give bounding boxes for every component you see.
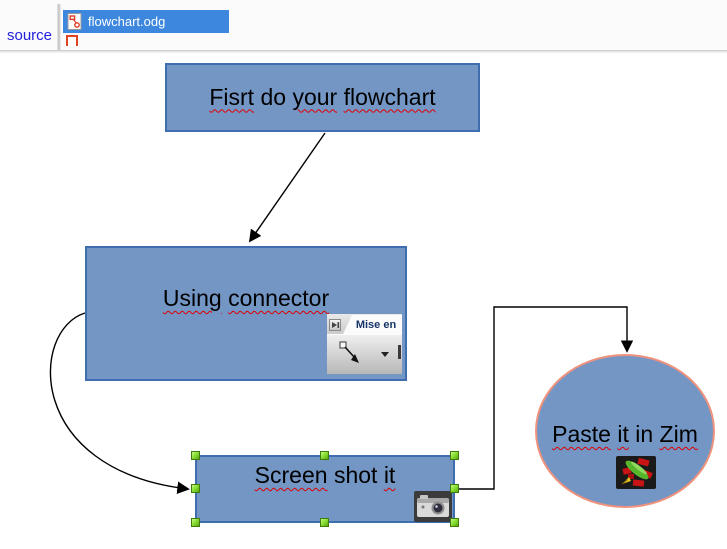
selection-handle-s[interactable] <box>320 518 329 527</box>
chevron-down-icon <box>381 352 389 357</box>
selection-handle-e[interactable] <box>450 484 459 493</box>
toolbar-tab: Mise en <box>343 315 402 334</box>
word: your <box>292 83 338 110</box>
camera-icon[interactable] <box>414 491 452 527</box>
selection-handle-ne[interactable] <box>450 451 459 460</box>
node-label: Using connector <box>163 285 329 313</box>
connector-box2-box3[interactable] <box>49 312 190 495</box>
source-link[interactable]: source <box>7 27 53 44</box>
selection-handle-nw[interactable] <box>191 451 200 460</box>
node-label: Screen shot it <box>255 462 396 490</box>
toolbar-tab-label: Mise en <box>355 318 397 331</box>
pane-divider <box>57 4 61 50</box>
word: Screen <box>254 462 328 488</box>
toolbar-row <box>327 334 402 374</box>
selection-handle-w[interactable] <box>191 484 200 493</box>
word: in <box>635 421 654 448</box>
word: it <box>383 462 396 488</box>
embedded-toolbar-image[interactable]: Mise en <box>327 314 402 374</box>
connector-box3-ellipse[interactable] <box>455 306 634 490</box>
file-icon-partial <box>66 35 78 46</box>
node-first-flowchart[interactable]: Fisrt do your flowchart <box>165 63 480 132</box>
toolbar-tabstrip: Mise en <box>327 314 402 334</box>
word: shot <box>333 462 378 488</box>
word: Paste <box>552 421 611 448</box>
skip-forward-icon <box>329 319 341 331</box>
file-row-selected[interactable]: flowchart.odg <box>63 10 229 33</box>
word: do <box>260 83 287 110</box>
word: flowchart <box>343 83 436 110</box>
word: connector <box>228 285 330 311</box>
file-name: flowchart.odg <box>88 14 166 29</box>
topbar-separator <box>0 50 727 53</box>
odg-document-icon <box>67 13 82 30</box>
topbar: source flowchart.odg <box>0 0 727 53</box>
selection-handle-sw[interactable] <box>191 518 200 527</box>
node-label: Fisrt do your flowchart <box>209 84 435 112</box>
connector-tool-icon <box>339 341 359 363</box>
selection-handle-se[interactable] <box>450 518 459 527</box>
word: Fisrt <box>209 83 255 110</box>
word: Zim <box>659 421 698 448</box>
selection-handle-n[interactable] <box>320 451 329 460</box>
file-row-partial[interactable] <box>66 35 79 46</box>
node-label: Paste it in Zim <box>552 421 698 449</box>
connector-box1-box2[interactable] <box>248 132 326 243</box>
word: it <box>617 421 629 448</box>
toolbar-cropped-icon <box>398 345 401 359</box>
node-screen-shot[interactable]: Screen shot it <box>195 455 455 523</box>
word: Using <box>162 285 222 311</box>
zim-logo-icon[interactable] <box>616 456 656 494</box>
